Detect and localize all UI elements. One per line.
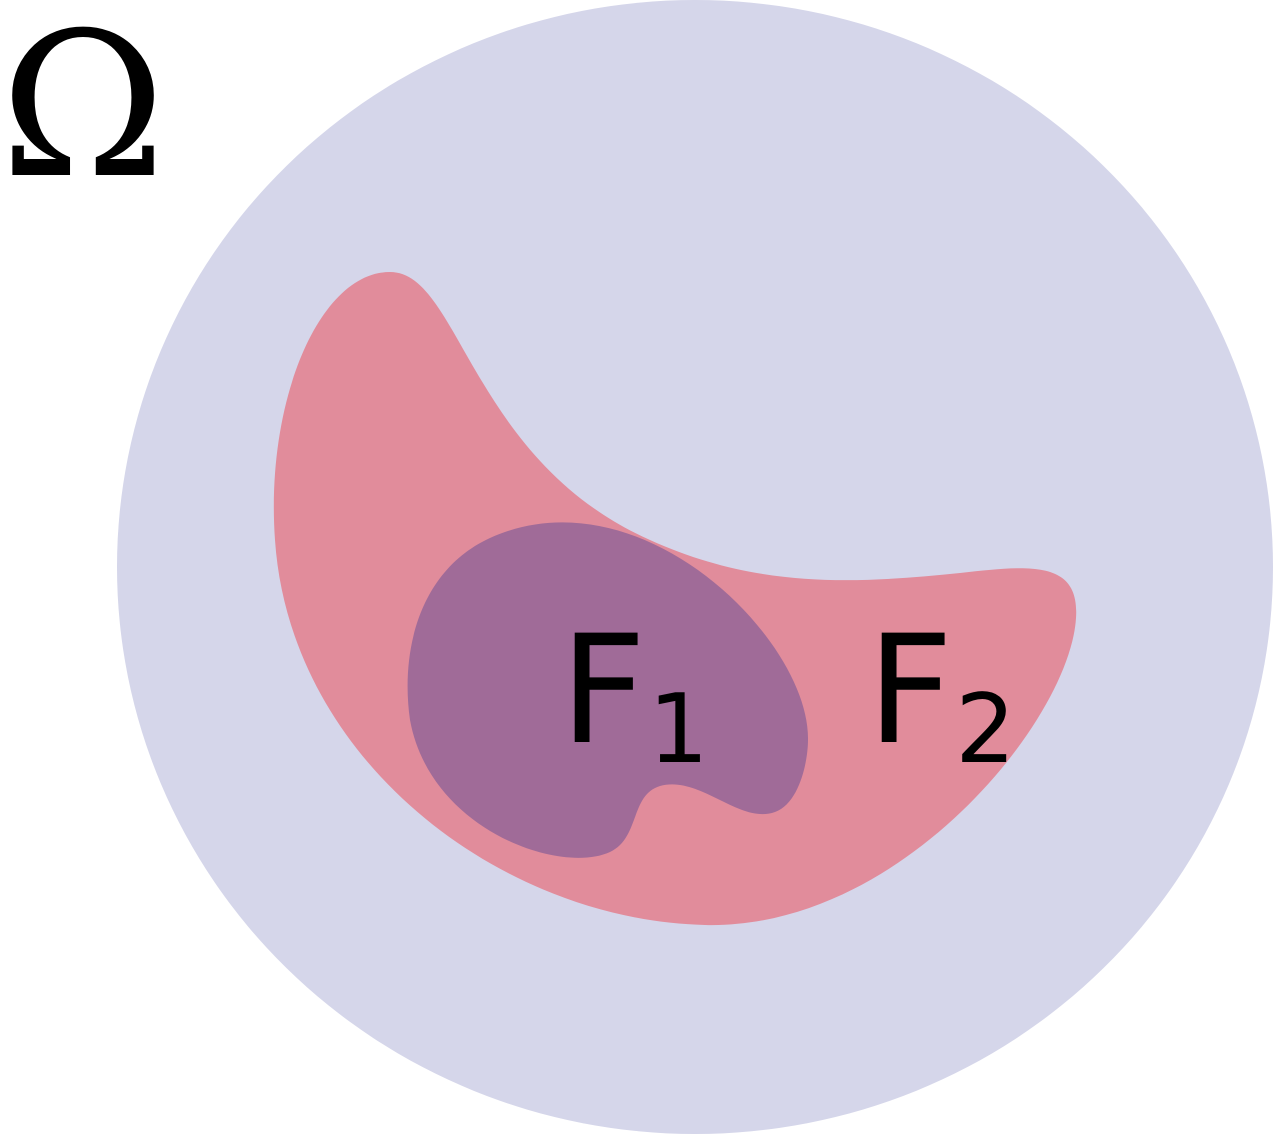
omega-label: Ω xyxy=(0,0,166,223)
set-f2-subscript: 2 xyxy=(955,675,1015,785)
set-f1-subscript: 1 xyxy=(648,675,708,785)
set-f2-letter: F xyxy=(867,604,953,778)
set-f1-letter: F xyxy=(560,604,646,778)
set-f2-label: F2 xyxy=(867,604,1016,785)
set-f1-region xyxy=(407,522,809,858)
set-f1-label: F1 xyxy=(560,604,709,785)
